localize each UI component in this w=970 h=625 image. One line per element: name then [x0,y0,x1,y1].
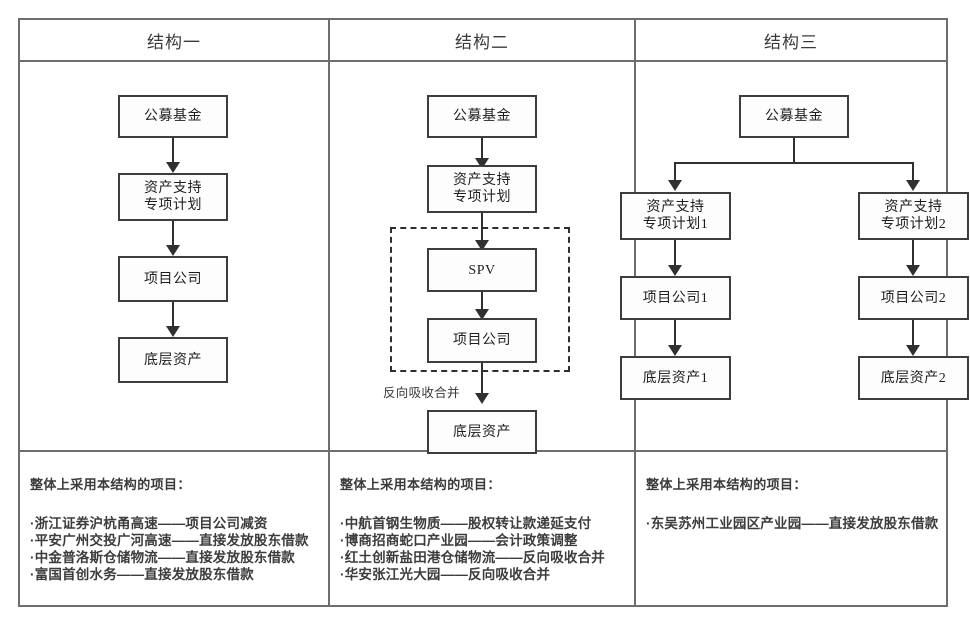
connector-arrow-3-left [668,180,682,191]
column-header-structure-1: 结构一 [147,32,201,52]
node-spv: SPV [427,248,537,292]
list-item: ·浙江证券沪杭甬高速——项目公司减资 [30,516,268,531]
node-abs-plan-3-1: 资产支持 专项计划1 [620,192,731,240]
connector-line-1b [172,221,174,248]
connector-arrow-1a [166,162,180,173]
node-abs-plan-3-2: 资产支持 专项计划2 [858,192,969,240]
list-item: ·中金普洛斯仓储物流——直接发放股东借款 [30,550,295,565]
project-list-title-3: 整体上采用本结构的项目： [646,477,807,492]
connector-line-1a [172,138,174,165]
connector-arrow-3-l2 [668,345,682,356]
list-item: ·平安广州交投广河高速——直接发放股东借款 [30,533,309,548]
connector-line-2a [481,138,483,161]
node-abs-plan-1: 资产支持 专项计划 [118,173,228,221]
connector-arrow-1c [166,326,180,337]
project-items-1: ·浙江证券沪杭甬高速——项目公司减资 ·平安广州交投广河高速——直接发放股东借款… [30,515,328,583]
structures-comparison-table: 结构一 结构二 结构三 公募基金 资产支持 专项计划 项目公司 底层资产 [18,18,969,607]
connector-arrow-3-r2 [906,345,920,356]
connector-arrow-3-l1 [668,265,682,276]
column-divider-1 [328,20,330,605]
project-list-title-2: 整体上采用本结构的项目： [340,477,501,492]
connector-line-3-r1 [912,240,914,268]
node-underlying-asset-2: 底层资产 [427,410,537,454]
reverse-merger-label: 反向吸收合并 [383,386,460,400]
connector-arrow-2c [475,309,489,320]
connector-line-3-right [912,162,914,182]
connector-arrow-2d [475,393,489,404]
connector-arrow-3-right [906,180,920,191]
diagrams-area: 公募基金 资产支持 专项计划 项目公司 底层资产 公募基金 资产支持 专项计划 [20,62,969,454]
node-project-company-1: 项目公司 [118,256,228,302]
flowchart-structure-3: 公募基金 资产支持 专项计划1 资产支持 专项计划2 项目公司1 项目公司2 [620,62,969,452]
list-item: ·富国首创水务——直接发放股东借款 [30,567,254,582]
connector-line-3-stem [793,138,795,164]
list-item: ·华安张江光大园——反向吸收合并 [340,567,551,582]
connector-arrow-2b [475,240,489,251]
connector-line-3-r2 [912,320,914,348]
flowchart-structure-2: 公募基金 资产支持 专项计划 SPV 项目公司 反向吸收合并 底层资产 [330,62,634,454]
project-list-structure-2: 整体上采用本结构的项目： ·中航首钢生物质——股权转让款递延支付 ·博商招商蛇口… [330,454,634,605]
connector-arrow-3-r1 [906,265,920,276]
node-public-fund-3: 公募基金 [739,95,849,138]
connector-arrow-1b [166,245,180,256]
list-item: ·红土创新盐田港仓储物流——反向吸收合并 [340,550,605,565]
project-list-title-1: 整体上采用本结构的项目： [30,477,191,492]
column-header-structure-3: 结构三 [764,32,818,52]
node-abs-plan-2: 资产支持 专项计划 [427,165,537,213]
list-item: ·博商招商蛇口产业园——会计政策调整 [340,533,578,548]
node-project-company-3-1: 项目公司1 [620,276,731,320]
node-underlying-asset-3-1: 底层资产1 [620,356,731,400]
connector-line-3-left [674,162,676,182]
reverse-merger-group-box [390,227,570,372]
column-header-structure-2: 结构二 [455,32,509,52]
list-item: ·中航首钢生物质——股权转让款递延支付 [340,516,592,531]
project-list-structure-3: 整体上采用本结构的项目： ·东吴苏州工业园区产业园——直接发放股东借款 [636,454,946,605]
connector-line-1c [172,302,174,329]
project-lists-area: 整体上采用本结构的项目： ·浙江证券沪杭甬高速——项目公司减资 ·平安广州交投广… [20,454,946,605]
node-underlying-asset-3-2: 底层资产2 [858,356,969,400]
node-project-company-2: 项目公司 [427,318,537,363]
node-project-company-3-2: 项目公司2 [858,276,969,320]
project-items-2: ·中航首钢生物质——股权转让款递延支付 ·博商招商蛇口产业园——会计政策调整 ·… [340,515,634,583]
connector-line-3-l2 [674,320,676,348]
node-underlying-asset-1: 底层资产 [118,337,228,383]
connector-line-2c [481,292,483,312]
connector-arrow-2a [475,158,489,169]
node-public-fund-1: 公募基金 [118,95,228,138]
flowchart-structure-1: 公募基金 资产支持 专项计划 项目公司 底层资产 [20,62,328,452]
project-items-3: ·东吴苏州工业园区产业园——直接发放股东借款 [646,515,946,532]
table-header-row: 结构一 结构二 结构三 [20,20,946,62]
connector-line-2d [481,363,483,396]
project-list-structure-1: 整体上采用本结构的项目： ·浙江证券沪杭甬高速——项目公司减资 ·平安广州交投广… [20,454,328,605]
list-item: ·东吴苏州工业园区产业园——直接发放股东借款 [646,516,939,531]
connector-line-3-l1 [674,240,676,268]
node-public-fund-2: 公募基金 [427,95,537,138]
connector-line-3-bus [674,162,914,164]
